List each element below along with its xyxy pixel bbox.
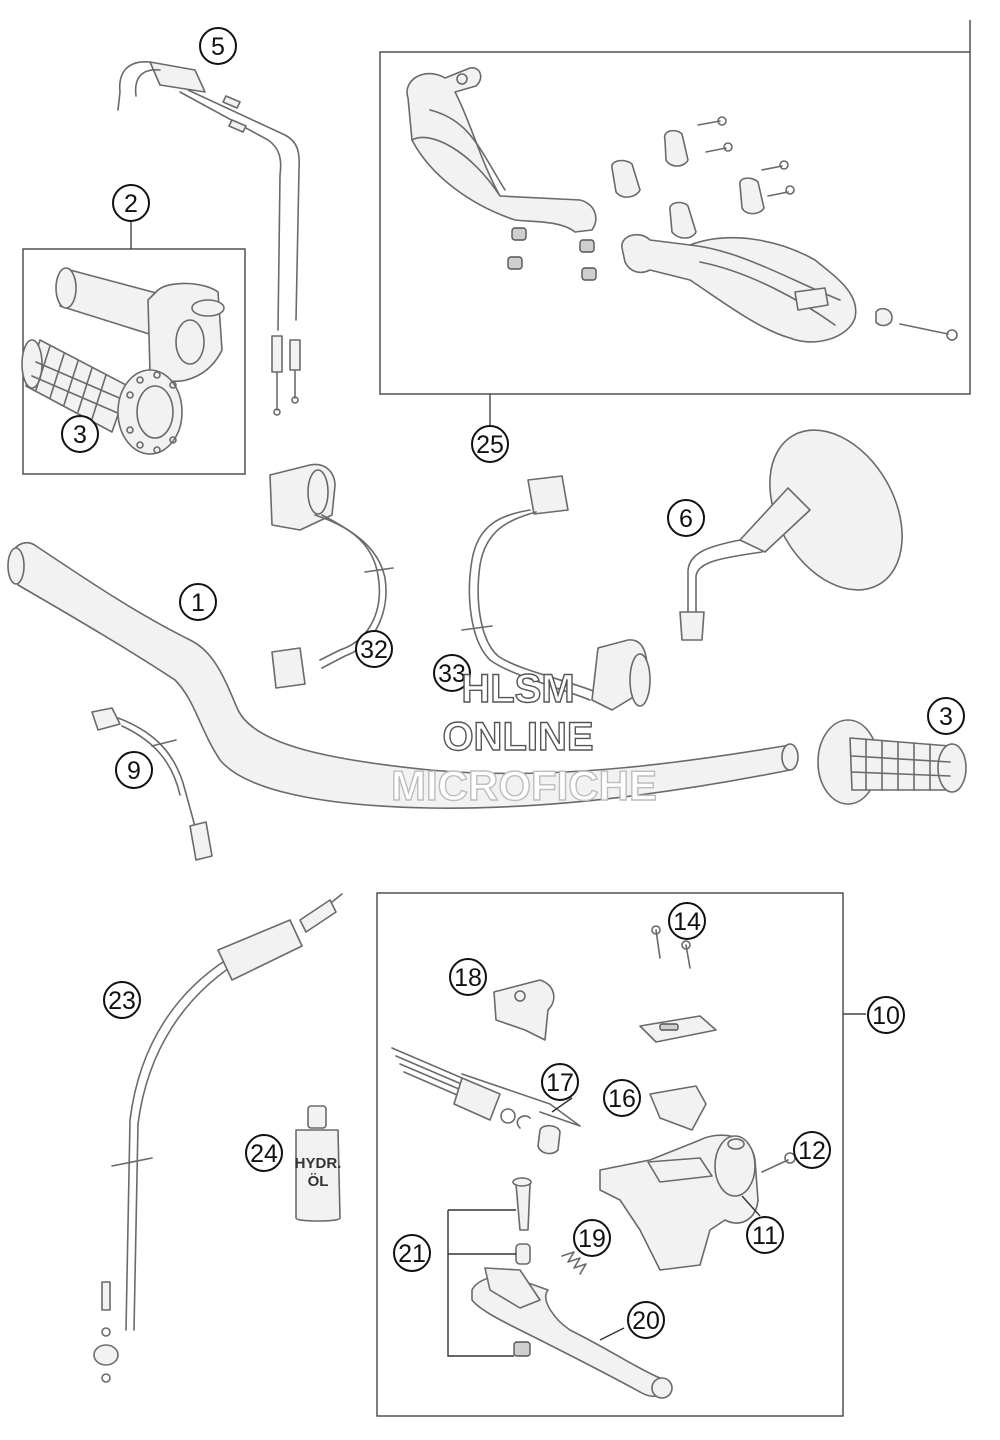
callout-25: 25	[471, 425, 509, 463]
switch-right	[461, 475, 651, 711]
stop-switch-cable	[91, 707, 213, 861]
brake-group-box	[376, 892, 844, 1417]
callout-32: 32	[355, 630, 393, 668]
callout-21: 21	[393, 1234, 431, 1272]
bottle-label-line2: ÖL	[308, 1173, 329, 1190]
callout-18: 18	[449, 958, 487, 996]
hydraulic-oil-bottle: HYDR. ÖL	[295, 1105, 342, 1222]
handguard-kit	[406, 67, 958, 343]
switch-left	[269, 463, 394, 689]
callout-19: 19	[573, 1219, 611, 1257]
callout-label: 2	[124, 190, 138, 218]
callout-label: 25	[476, 431, 504, 459]
callout-label: 9	[127, 757, 141, 785]
brake-hose	[93, 893, 343, 1383]
callout-label: 6	[679, 505, 693, 533]
callout-10: 10	[867, 996, 905, 1034]
callout-11: 11	[746, 1216, 784, 1254]
handguard-group-box	[379, 51, 971, 395]
callout-label: 23	[108, 987, 136, 1015]
callout-6: 6	[667, 499, 705, 537]
callout-label: 19	[578, 1225, 606, 1253]
callout-2: 2	[112, 184, 150, 222]
callout-14: 14	[668, 902, 706, 940]
callout-label: 3	[939, 703, 953, 731]
callout-1: 1	[179, 583, 217, 621]
bottle-label-line1: HYDR.	[295, 1155, 342, 1172]
callout-label: 20	[632, 1307, 660, 1335]
callout-label: 18	[454, 964, 482, 992]
callout-label: 32	[360, 636, 388, 664]
callout-label: 21	[398, 1240, 426, 1268]
callout-3-right: 3	[927, 697, 965, 735]
callout-label: 16	[608, 1085, 636, 1113]
callout-label: 3	[73, 421, 87, 449]
callout-16: 16	[603, 1079, 641, 1117]
watermark: HLSM ONLINE MICROFICHE	[390, 666, 657, 809]
handlebar	[7, 541, 799, 809]
callout-label: 5	[211, 33, 225, 61]
callout-label: 14	[673, 908, 701, 936]
callout-20: 20	[627, 1301, 665, 1339]
brake-master-cylinder-group	[391, 925, 796, 1399]
callout-23: 23	[103, 981, 141, 1019]
grip-right	[817, 719, 967, 805]
callout-label: 12	[798, 1137, 826, 1165]
grip-left	[21, 339, 183, 455]
callout-label: 24	[250, 1140, 278, 1168]
callout-9: 9	[115, 751, 153, 789]
callout-label: 17	[546, 1069, 574, 1097]
callout-3-left: 3	[61, 415, 99, 453]
watermark-line1: HLSM	[461, 667, 574, 711]
callout-33: 33	[433, 654, 471, 692]
callout-5: 5	[199, 27, 237, 65]
callout-label: 33	[438, 660, 466, 688]
callout-24: 24	[245, 1134, 283, 1172]
throttle-assembly	[55, 267, 225, 382]
callout-12: 12	[793, 1131, 831, 1169]
callout-label: 10	[872, 1002, 900, 1030]
watermark-line3: MICROFICHE	[391, 762, 657, 809]
callout-17: 17	[541, 1063, 579, 1101]
throttle-cables	[117, 61, 301, 416]
mirror	[679, 429, 903, 641]
leader-lines	[551, 1097, 761, 1341]
callout-label: 11	[752, 1222, 778, 1250]
callout-label: 1	[191, 589, 205, 617]
watermark-line2: ONLINE	[442, 715, 593, 759]
